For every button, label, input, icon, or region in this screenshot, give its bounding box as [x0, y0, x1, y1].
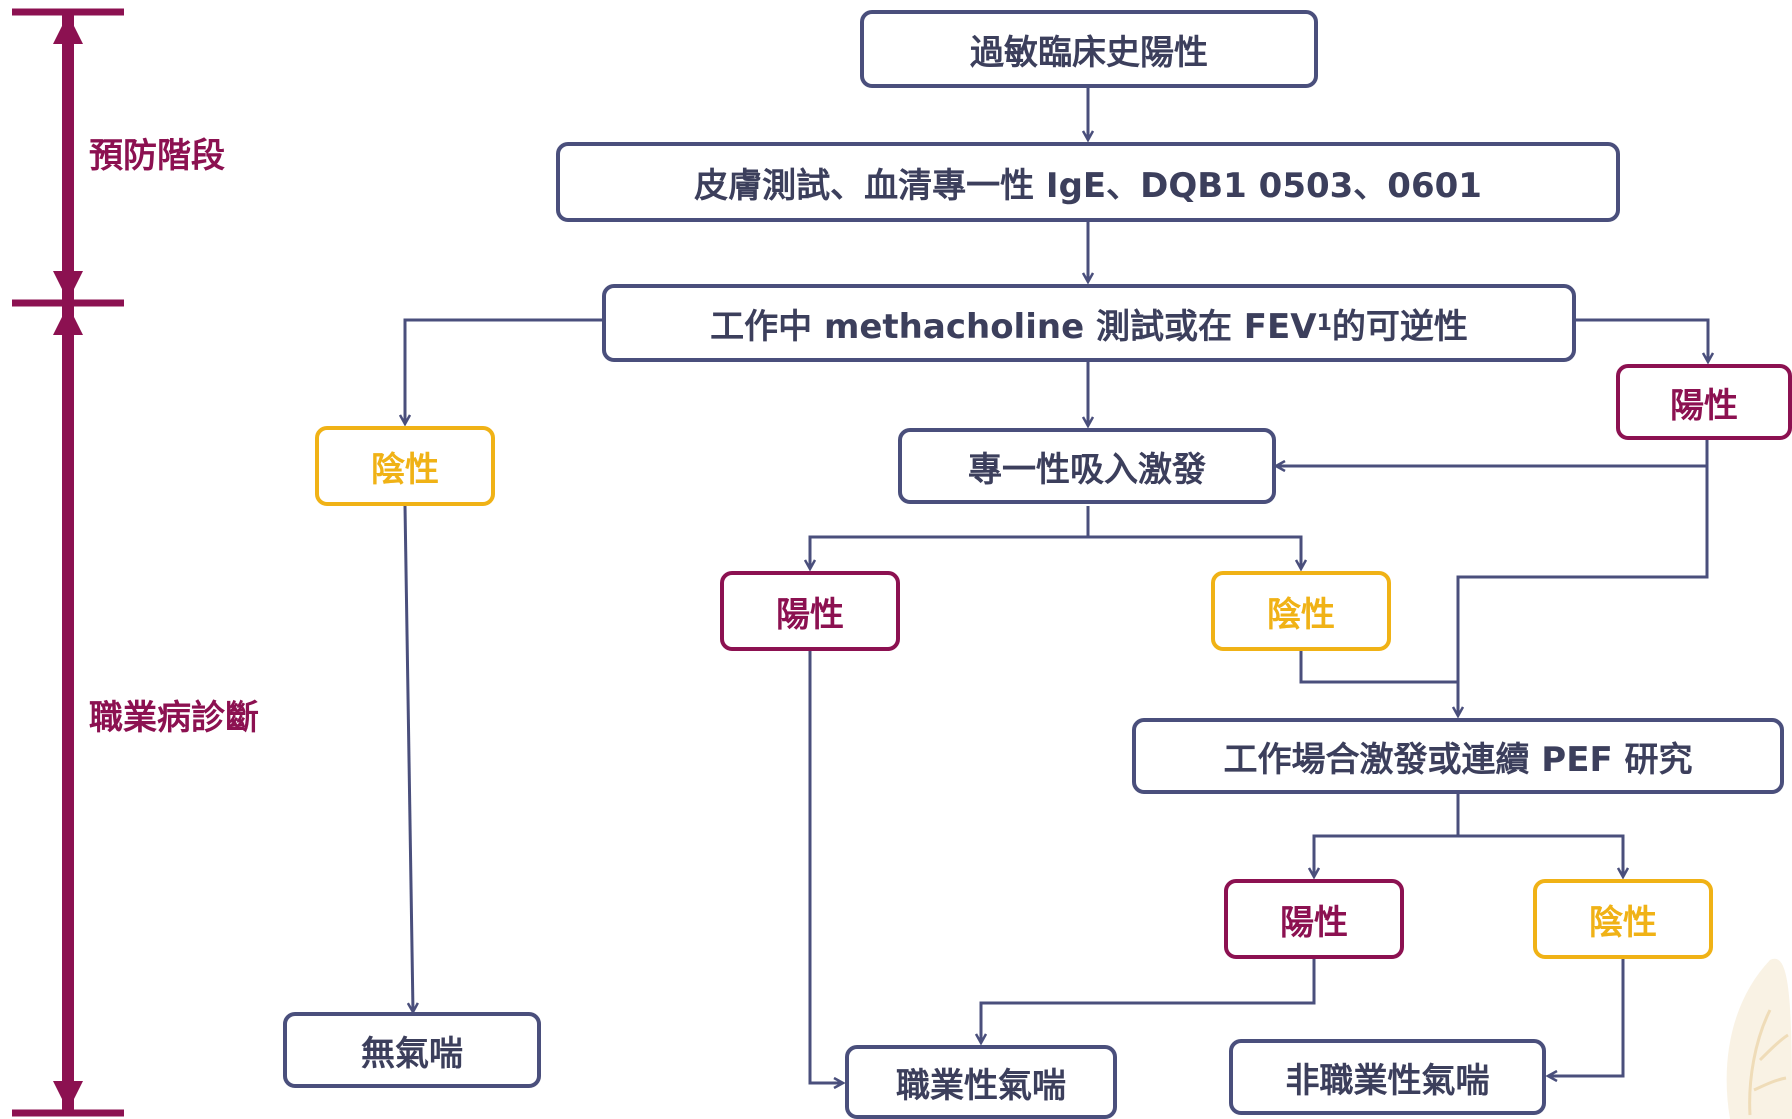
- sic-negative-badge: 陰性: [1211, 571, 1391, 651]
- connector-positive-sic: [1276, 440, 1709, 466]
- specific-inhalation-challenge-node: 專一性吸入激發: [898, 428, 1276, 504]
- lungs-watermark: [1726, 958, 1792, 1119]
- allergy-history-node: 過敏臨床史陽性: [860, 10, 1318, 88]
- workplace-challenge-node: 工作場合激發或連續 PEF 研究: [1132, 718, 1784, 794]
- workplace-negative-badge: 陰性: [1533, 879, 1713, 959]
- sensitization-tests-node: 皮膚測試、血清專一性 IgE、DQB1 0503、0601: [556, 142, 1620, 222]
- workplace-positive-badge: 陽性: [1224, 879, 1404, 959]
- connector-methacholine-negative: [405, 318, 602, 424]
- connector-workplace-positive: [1314, 794, 1460, 877]
- occupational-asthma-node: 職業性氣喘: [845, 1045, 1117, 1119]
- connector-negative-workplace: [1299, 651, 1458, 684]
- connector-workplace-negative: [1458, 834, 1623, 877]
- methacholine-label: 工作中 methacholine 測試或在 FEV: [710, 306, 1317, 347]
- connector-methacholine-positive: [1576, 318, 1708, 362]
- methacholine-positive-badge: 陽性: [1616, 364, 1792, 440]
- stage-label-diagnosis: 職業病診斷: [89, 698, 259, 738]
- no-asthma-node: 無氣喘: [283, 1012, 541, 1088]
- sic-positive-badge: 陽性: [720, 571, 900, 651]
- connector-positive-workplace: [1458, 466, 1709, 716]
- non-occupational-asthma-node: 非職業性氣喘: [1229, 1039, 1546, 1115]
- connector-negative-non-occ: [1548, 959, 1625, 1076]
- connector-positive-occ-asthma-2: [981, 959, 1316, 1043]
- connector-sic-positive: [810, 506, 1090, 569]
- connector-positive-occ-asthma: [808, 651, 843, 1083]
- stage-label-prevention: 預防階段: [89, 136, 225, 176]
- connector-negative-no-asthma: [403, 505, 413, 1012]
- methacholine-label-tail: 的可逆性: [1331, 306, 1468, 347]
- methacholine-negative-badge: 陰性: [315, 426, 495, 506]
- stage-indicator: [12, 8, 124, 1117]
- fev-subscript: 1: [1316, 310, 1332, 336]
- connector-sic-negative: [1088, 535, 1301, 569]
